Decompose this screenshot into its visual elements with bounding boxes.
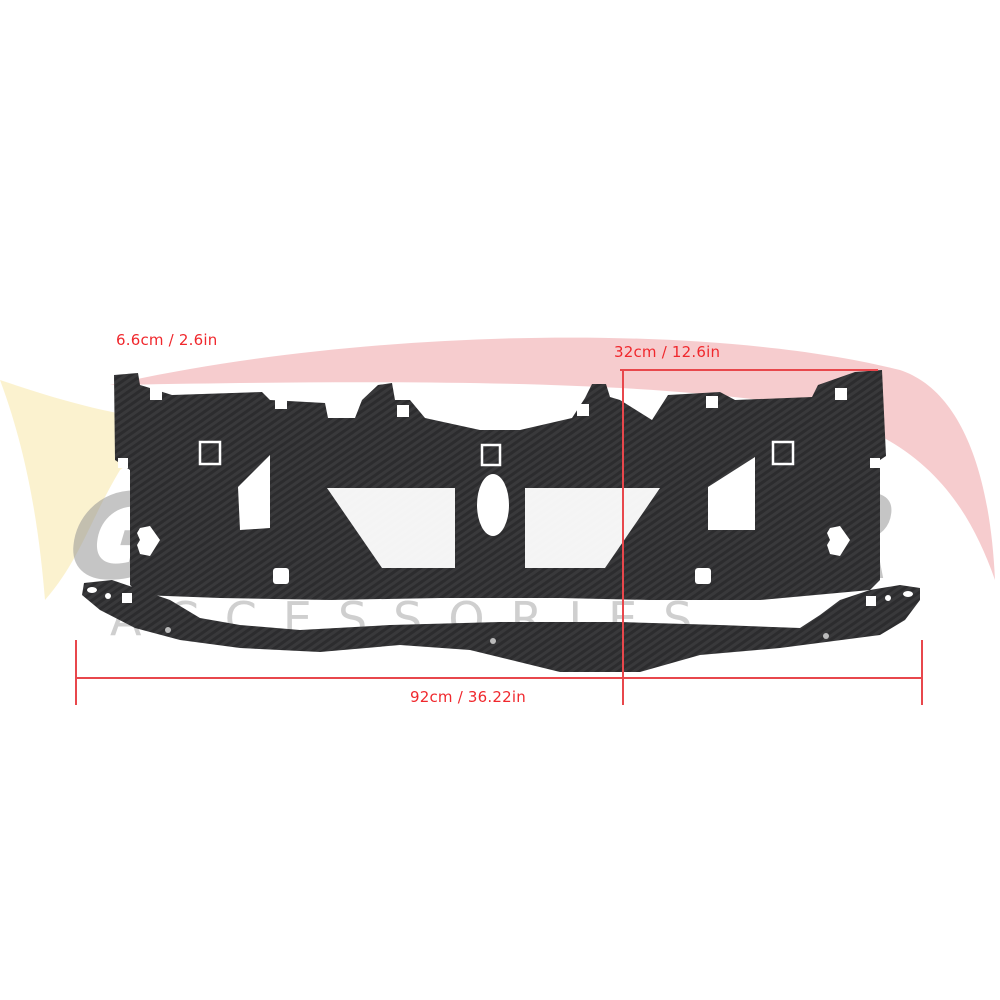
dimension-line-width-horizontal [75,677,923,679]
dimension-line-depth-horizontal [620,369,878,371]
dimension-tick-width-left [75,640,77,705]
dimension-label-height: 6.6cm / 2.6in [116,331,218,349]
dimension-label-width: 92cm / 36.22in [410,688,526,706]
dimension-label-depth: 32cm / 12.6in [614,343,721,361]
dimension-tick-width-right [921,640,923,705]
dimension-line-depth-vertical [622,369,624,705]
